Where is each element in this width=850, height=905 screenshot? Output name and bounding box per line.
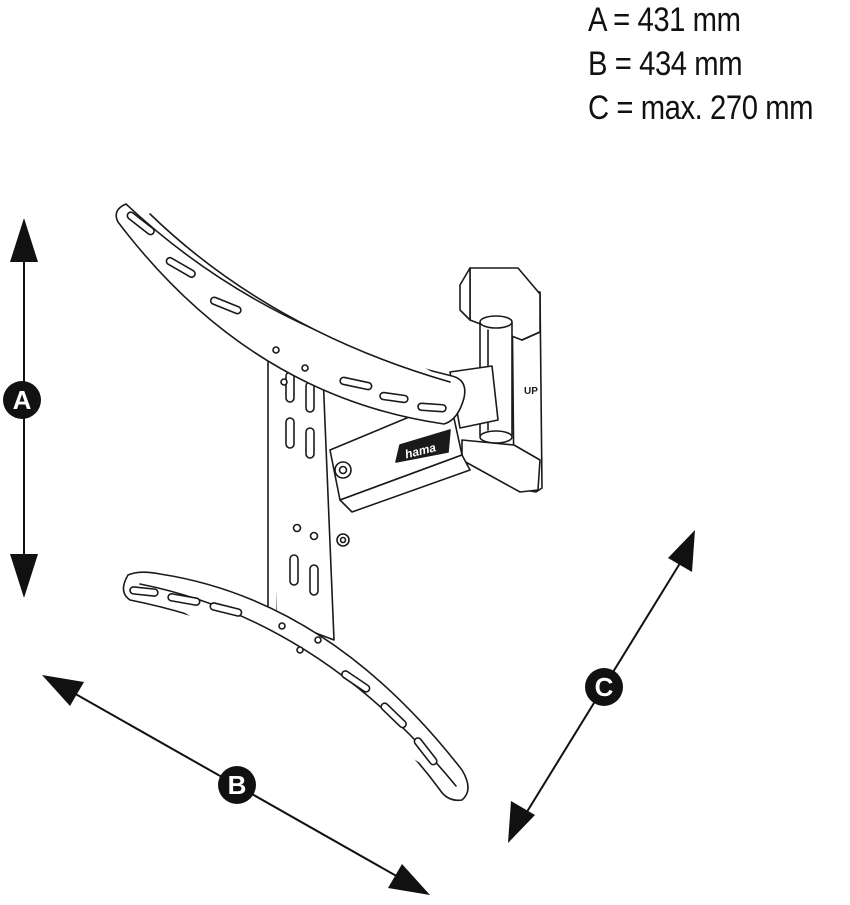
- marker-b: [218, 766, 256, 804]
- top-rail: [115, 203, 466, 425]
- marker-c: [585, 668, 623, 706]
- dimension-b-arrow-end: [388, 864, 430, 895]
- dimension-a-arrow-bottom: [10, 554, 38, 598]
- up-label: UP: [524, 386, 538, 397]
- marker-a-label: A: [13, 385, 32, 415]
- wall-plate: UP: [459, 267, 543, 493]
- marker-b-label: B: [228, 770, 247, 800]
- dimension-c: C: [508, 530, 695, 843]
- dimension-c-arrow-top: [668, 530, 695, 572]
- dimension-b: B: [42, 675, 430, 895]
- dimension-c-arrow-bottom: [508, 801, 535, 843]
- dimension-a: A: [3, 218, 41, 598]
- bottom-rail: [122, 571, 469, 802]
- dimension-a-arrow-top: [10, 218, 38, 262]
- spec-b-text: B = 434 mm: [588, 45, 743, 83]
- marker-c-label: C: [595, 672, 614, 702]
- wall-mount-bracket: UP hama: [115, 203, 543, 802]
- spec-a-text: A = 431 mm: [588, 1, 741, 39]
- spec-c-text: C = max. 270 mm: [588, 89, 814, 127]
- marker-a: [3, 381, 41, 419]
- dimension-b-arrow-start: [42, 675, 84, 706]
